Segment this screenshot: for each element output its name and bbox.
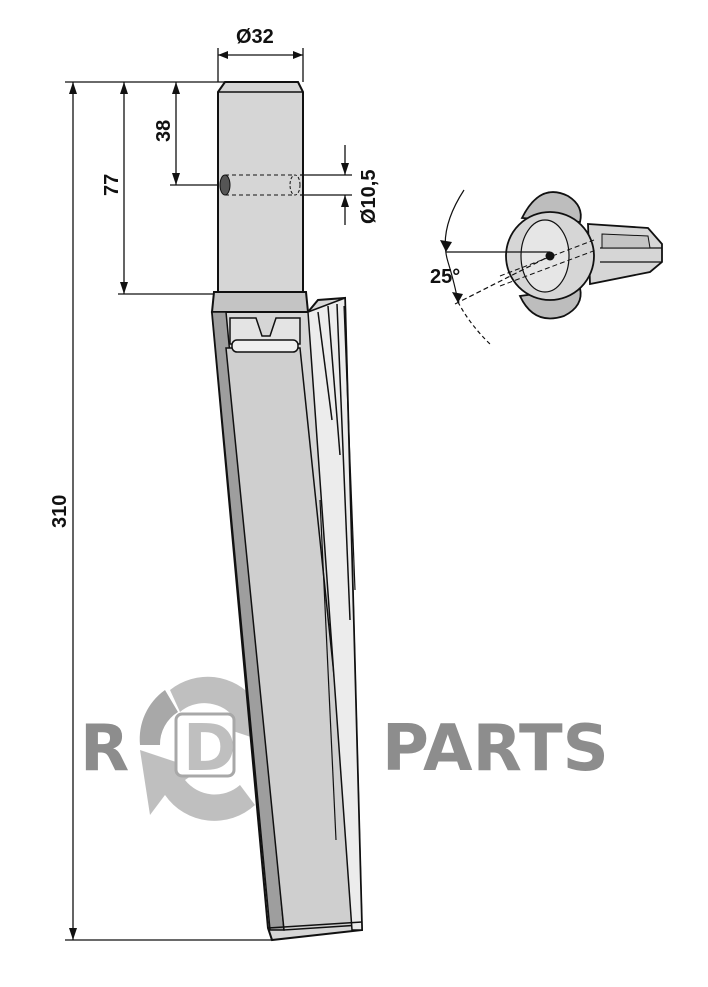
dim-hole-diameter: Ø10,5 <box>358 170 380 224</box>
tine-top-view <box>499 191 663 320</box>
logo-d-box <box>174 712 236 778</box>
logo-letter-r: R <box>80 712 129 786</box>
tine-shank <box>210 81 310 313</box>
cross-hole <box>219 174 301 196</box>
dim-twist-angle: 25° <box>430 266 460 288</box>
dim-shank-length: 77 <box>101 174 123 196</box>
tine-part <box>210 81 364 942</box>
logo-parts: PARTS <box>382 712 609 786</box>
dimension-lines <box>65 48 352 941</box>
dim-hole-position: 38 <box>153 120 175 142</box>
dim-shank-diameter: Ø32 <box>236 26 274 48</box>
logo-letter-d: D <box>183 712 236 786</box>
tine-blade <box>210 296 364 942</box>
angle-annotation <box>440 189 551 347</box>
dim-total-length: 310 <box>49 495 71 528</box>
